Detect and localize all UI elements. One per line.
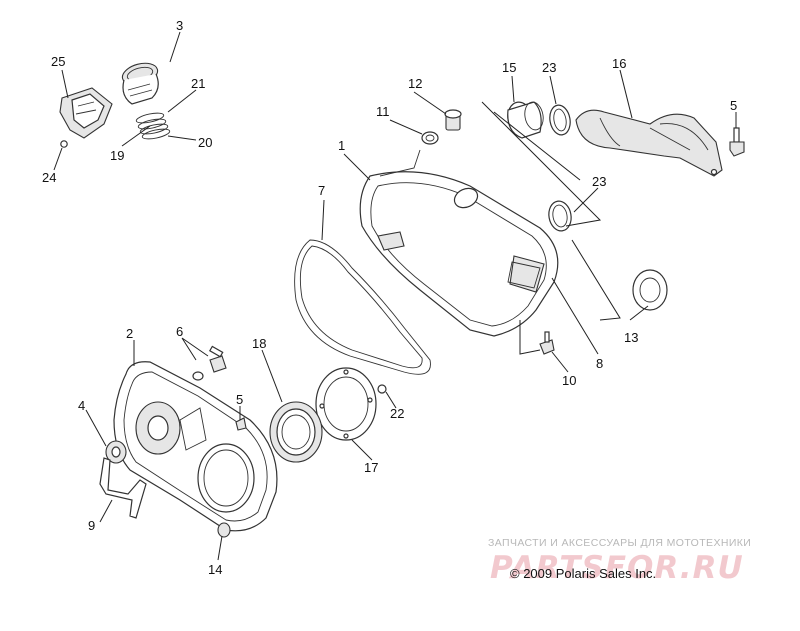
callout-18: 18	[252, 336, 266, 351]
callout-25: 25	[51, 54, 65, 69]
part-18-seal-ring[interactable]	[269, 401, 323, 463]
part-13-seal-disc[interactable]	[632, 269, 668, 311]
part-8-decal[interactable]	[507, 261, 541, 289]
copyright-notice: © 2009 Polaris Sales Inc.	[510, 566, 657, 581]
part-9-bracket[interactable]	[99, 457, 147, 519]
callout-23-lower: 23	[592, 174, 606, 189]
watermark-logo: PARTSFOR.RU	[490, 550, 744, 586]
part-4-roller[interactable]	[105, 440, 127, 464]
callout-15: 15	[502, 60, 516, 75]
part-5-bolt-upper[interactable]	[729, 127, 745, 157]
callout-11: 11	[376, 104, 390, 119]
leader-lines	[53, 31, 737, 561]
callout-20: 20	[198, 135, 212, 150]
part-12-breather-fitting[interactable]	[444, 109, 462, 131]
part-25-intake-boot[interactable]	[59, 87, 113, 139]
part-21-clamp[interactable]	[135, 111, 165, 125]
callout-24: 24	[42, 170, 56, 185]
callout-8: 8	[596, 356, 603, 371]
part-5-screw-lower[interactable]	[235, 417, 247, 431]
part-7-drive-belt[interactable]	[294, 239, 431, 375]
part-19-sleeve[interactable]	[137, 117, 169, 136]
callout-5-upper: 5	[730, 98, 737, 113]
part-2-outer-clutch-cover[interactable]	[113, 361, 278, 532]
part-14-plug[interactable]	[217, 522, 231, 538]
watermark-tagline: ЗАПЧАСТИ И АКСЕССУАРЫ ДЛЯ МОТОТЕХНИКИ	[488, 537, 752, 549]
part-3-elbow-duct[interactable]	[120, 60, 160, 105]
callout-1: 1	[338, 138, 345, 153]
part-17-retainer-plate[interactable]	[315, 367, 377, 441]
callout-14: 14	[208, 562, 222, 577]
part-11-o-ring[interactable]	[421, 131, 439, 145]
callout-5-lower: 5	[236, 392, 243, 407]
callout-22: 22	[390, 406, 404, 421]
part-23-clamp-upper[interactable]	[548, 103, 573, 136]
callout-10: 10	[562, 373, 576, 388]
callout-13: 13	[624, 330, 638, 345]
callout-2: 2	[126, 326, 133, 341]
part-23-clamp-lower[interactable]	[547, 199, 574, 232]
callout-12: 12	[408, 76, 422, 91]
part-6-bolt[interactable]	[192, 345, 227, 381]
callout-6: 6	[176, 324, 183, 339]
callout-7: 7	[318, 183, 325, 198]
part-22-fastener[interactable]	[377, 384, 387, 394]
callout-19: 19	[110, 148, 124, 163]
callout-21: 21	[191, 76, 205, 91]
callout-3: 3	[176, 18, 183, 33]
callout-4: 4	[78, 398, 85, 413]
part-16-intake-duct[interactable]	[575, 109, 723, 177]
part-20-clamp[interactable]	[141, 127, 171, 141]
callout-labels: 25 3 21 19 20 24 15 23 16 5 12 11 1 23 7…	[42, 18, 737, 577]
part-10-screw[interactable]	[539, 331, 555, 355]
part-1-inner-clutch-cover[interactable]	[359, 149, 559, 337]
callout-17: 17	[364, 460, 378, 475]
part-15-coupler[interactable]	[505, 100, 545, 139]
callout-23-upper: 23	[542, 60, 556, 75]
callout-16: 16	[612, 56, 626, 71]
callout-9: 9	[88, 518, 95, 533]
part-24-screw[interactable]	[60, 140, 68, 148]
